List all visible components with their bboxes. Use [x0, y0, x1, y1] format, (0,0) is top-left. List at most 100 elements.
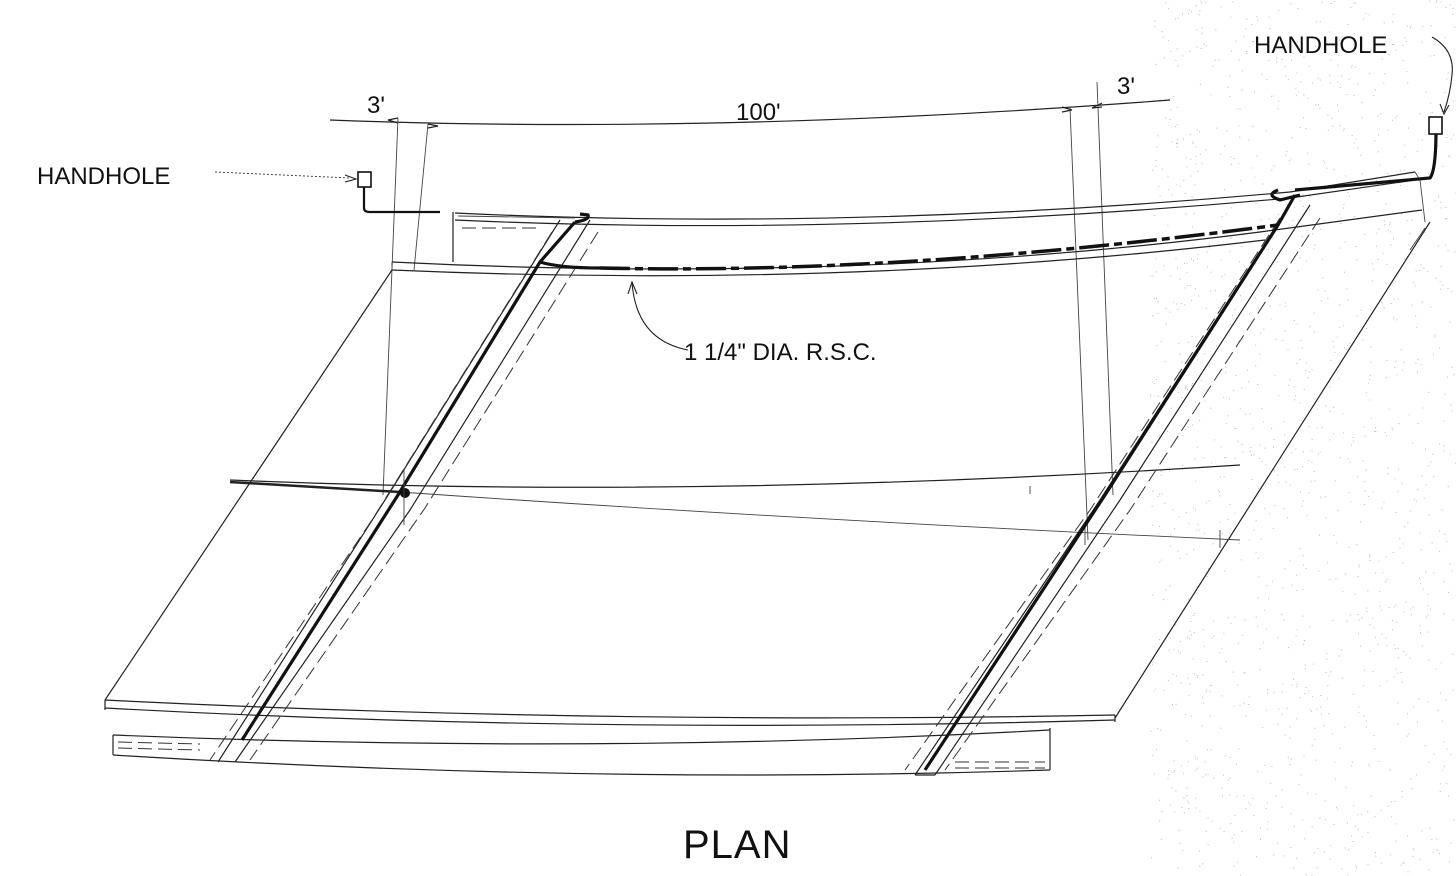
speckle	[1444, 393, 1446, 395]
speckle	[1377, 115, 1379, 117]
speckle	[1269, 783, 1271, 785]
speckle	[1366, 611, 1368, 613]
speckle	[1168, 774, 1170, 776]
speckle	[1440, 1, 1442, 3]
speckle	[1363, 685, 1365, 687]
speckle	[1161, 839, 1163, 841]
speckle	[1372, 263, 1373, 265]
speckle	[1391, 620, 1393, 621]
speckle	[1421, 475, 1423, 477]
speckle	[1427, 631, 1429, 633]
speckle	[1230, 163, 1232, 165]
speckle	[1393, 676, 1395, 678]
speckle	[1170, 275, 1172, 277]
speckle	[1446, 541, 1448, 542]
speckle	[1407, 82, 1409, 84]
speckle	[1255, 520, 1257, 522]
speckle	[1315, 46, 1317, 48]
speckle	[1417, 721, 1418, 723]
speckle	[1199, 810, 1201, 812]
speckle	[1246, 51, 1248, 52]
speckle	[1255, 203, 1257, 204]
speckle	[1386, 579, 1388, 580]
speckle	[1199, 10, 1201, 12]
speckle	[1152, 594, 1154, 596]
speckle	[1185, 714, 1187, 715]
speckle	[1245, 808, 1247, 810]
speckle	[1453, 819, 1455, 821]
speckle	[1444, 533, 1446, 535]
speckle	[1325, 405, 1326, 407]
speckle	[1445, 206, 1447, 208]
speckle	[1227, 415, 1229, 417]
speckle	[1347, 299, 1349, 301]
speckle	[1314, 480, 1316, 482]
speckle	[1268, 218, 1270, 220]
speckle	[1190, 605, 1192, 607]
speckle	[1251, 454, 1252, 456]
speckle	[1270, 318, 1272, 320]
speckle	[1351, 67, 1353, 69]
speckle	[1274, 505, 1276, 507]
speckle	[1423, 267, 1425, 269]
speckle	[1223, 774, 1224, 776]
speckle	[1225, 661, 1227, 662]
speckle	[1315, 793, 1317, 795]
speckle	[1332, 340, 1334, 342]
speckle	[1249, 313, 1250, 315]
speckle	[1223, 476, 1225, 478]
speckle	[1299, 697, 1301, 699]
speckle	[1338, 213, 1340, 215]
speckle	[1283, 421, 1285, 423]
speckle	[1188, 638, 1190, 640]
speckle	[1259, 668, 1261, 670]
speckle	[1395, 604, 1397, 606]
speckle	[1169, 119, 1171, 120]
speckle	[1392, 21, 1394, 23]
speckle	[1167, 778, 1169, 780]
speckle	[1392, 429, 1394, 431]
speckle	[1197, 254, 1199, 255]
speckle	[1331, 118, 1333, 120]
speckle	[1361, 617, 1363, 619]
speckle	[1175, 624, 1177, 626]
speckle	[1157, 312, 1159, 314]
speckle	[1296, 684, 1298, 686]
speckle	[1305, 687, 1307, 689]
speckle	[1284, 441, 1286, 443]
speckle	[1221, 215, 1223, 217]
left-conduit-run	[209, 212, 601, 763]
speckle	[1360, 521, 1362, 523]
speckle	[1439, 790, 1441, 792]
speckle	[1388, 607, 1390, 609]
speckle	[1237, 440, 1239, 442]
speckle	[1289, 379, 1291, 380]
speckle	[1357, 83, 1359, 85]
speckle	[1396, 672, 1398, 674]
speckle	[1428, 761, 1430, 763]
speckle	[1152, 664, 1154, 666]
speckle	[1328, 675, 1330, 677]
speckle	[1196, 529, 1198, 531]
speckle	[1196, 29, 1198, 31]
speckle	[1369, 559, 1371, 561]
speckle	[1252, 125, 1254, 127]
speckle	[1249, 450, 1251, 452]
speckle	[1342, 207, 1344, 209]
speckle	[1278, 100, 1280, 102]
speckle	[1329, 410, 1331, 412]
speckle	[1161, 559, 1163, 561]
speckle	[1167, 430, 1168, 432]
speckle	[1236, 795, 1238, 797]
speckle	[1445, 218, 1447, 220]
speckle	[1317, 848, 1319, 850]
speckle	[1257, 597, 1259, 599]
speckle	[1222, 795, 1223, 797]
speckle	[1413, 281, 1415, 283]
speckle	[1425, 616, 1427, 618]
speckle	[1307, 152, 1309, 154]
speckle	[1363, 426, 1365, 428]
speckle	[1186, 795, 1188, 797]
speckle	[1350, 6, 1352, 8]
speckle	[1365, 469, 1367, 471]
